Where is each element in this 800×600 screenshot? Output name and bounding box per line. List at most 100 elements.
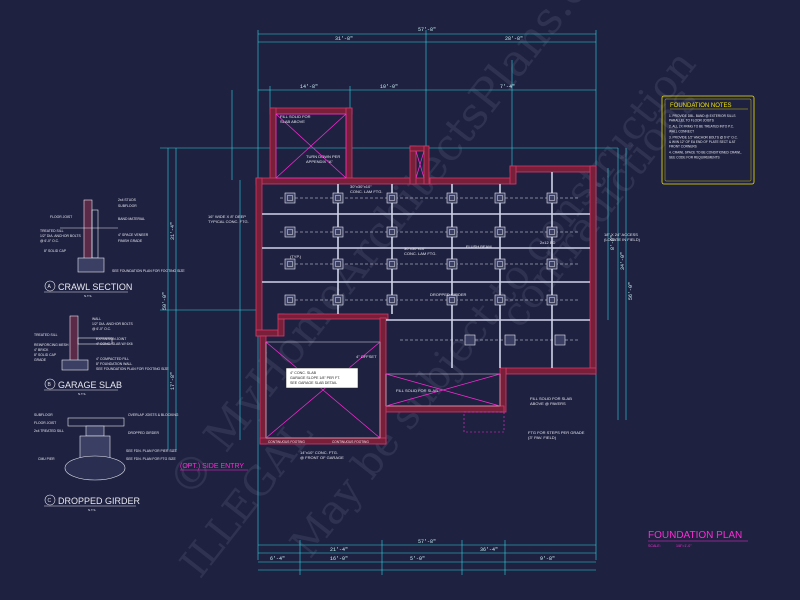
pier-core xyxy=(497,229,503,235)
section-a-title: CRAWL SECTION xyxy=(58,282,132,292)
callout-continuous-2: TYPICAL CONC. FTG. xyxy=(208,219,249,224)
callout-continuous-1: 16" WIDE X 8" DEEP xyxy=(208,214,246,219)
pier-core xyxy=(287,261,293,267)
dim-right-a: 34'-0" xyxy=(620,252,626,270)
pier xyxy=(546,258,558,270)
callout-offset: 4" OFFSET xyxy=(356,354,377,359)
crawl-label: SUBFLOOR xyxy=(118,204,137,208)
pier xyxy=(332,192,344,204)
pier xyxy=(494,226,506,238)
callout-girder-bd: 2x12 BD xyxy=(540,240,555,245)
dim-top-overall: 57'-8" xyxy=(418,27,436,33)
pier xyxy=(284,192,296,204)
note-item-line-2: & W/IN 12" OF EA END OF PLATE SECT & AT xyxy=(669,140,736,144)
interior-framing xyxy=(262,172,590,368)
girder-label: SEE FDN. PLAN FOR FTG SIZE xyxy=(126,457,176,461)
pier xyxy=(494,258,506,270)
garage-label: WALL xyxy=(92,317,101,321)
dim-left-overall: 50'-0" xyxy=(162,292,168,310)
garage-label: EXPANSION JOINT xyxy=(96,337,126,341)
crawl-label: 2x4 STUDS xyxy=(118,198,137,202)
dim-top-b: 28'-8" xyxy=(505,36,523,42)
pier xyxy=(284,294,296,306)
crawl-label: 4" SPACE VENEER xyxy=(118,233,149,237)
pier-core xyxy=(287,195,293,201)
pier xyxy=(446,192,458,204)
dim-right-overall: 56'-0" xyxy=(628,282,634,300)
pier xyxy=(446,226,458,238)
pier xyxy=(332,226,344,238)
pier-core xyxy=(335,195,341,201)
callout-steps-2: (3" PAV. FIELD) xyxy=(528,435,557,440)
pier xyxy=(546,294,558,306)
pier-core xyxy=(497,297,503,303)
dim-right-b: 8'-8" xyxy=(610,235,616,250)
plan-title: FOUNDATION PLAN xyxy=(648,530,742,541)
callout-cont-ftg-left: CONTINUOUS FOOTING xyxy=(268,440,305,444)
section-c-scale: N.T.S. xyxy=(88,508,96,512)
callout-dropped-girder: DROPPED GIRDER xyxy=(430,292,467,297)
callout-cont-ftg-right: CONTINUOUS FOOTING xyxy=(332,440,369,444)
callout-fill-solid-top-1: FILL SOLID FOR xyxy=(280,114,311,119)
pier-core xyxy=(497,195,503,201)
pier xyxy=(284,258,296,270)
dim-bot-overall: 57'-8" xyxy=(418,539,436,545)
pier-core xyxy=(549,229,555,235)
crawl-label: FLOOR JOIST xyxy=(50,215,72,219)
garage-note-line3: SEE GARAGE SLAB DETAIL xyxy=(290,381,337,385)
pier xyxy=(332,294,344,306)
note-item-line-3: SEE CODE FOR REQUIREMENTS xyxy=(669,155,720,159)
pier-core xyxy=(389,297,395,303)
crawl-label: @ 6'-0" O.C. xyxy=(40,239,59,243)
pier xyxy=(284,226,296,238)
garage-label: TREATED SILL xyxy=(34,333,58,337)
pier xyxy=(386,258,398,270)
pier xyxy=(546,226,558,238)
garage-label: 1/2" DIA. ANCHOR BOLTS xyxy=(92,322,133,326)
pier-core xyxy=(449,261,455,267)
callout-fill-solid-top-2: SLAB ABOVE xyxy=(280,119,305,124)
crawl-label: 8" SOLID CAP xyxy=(44,249,67,253)
pier xyxy=(494,192,506,204)
crawl-label: FINISH GRADE xyxy=(118,239,143,243)
callout-garage-front-2: @ FRONT OF GARAGE xyxy=(300,455,344,460)
pier xyxy=(332,258,344,270)
garage-label: 8" FOUNDATION WALL xyxy=(96,362,132,366)
garage-slab-note-box xyxy=(285,367,359,389)
girder-label: SUBFLOOR xyxy=(34,413,53,417)
dim-bot-d: 16'-0" xyxy=(330,556,348,562)
pier-core xyxy=(449,195,455,201)
dim-top-a: 31'-8" xyxy=(335,36,353,42)
pier-core xyxy=(335,229,341,235)
plan-scale-value: 1/8"=1'-0" xyxy=(676,544,692,548)
section-c-letter: C xyxy=(48,498,52,504)
dropped-girder-detail xyxy=(64,417,126,481)
crawl-label: 1/2" DIA. ANCHOR BOLTS xyxy=(40,234,81,238)
pier-core xyxy=(389,229,395,235)
note-item-line-3: 4. CRAWL SPACE TO BE CONDITIONED CRAWL. xyxy=(669,151,742,155)
section-c-title: DROPPED GIRDER xyxy=(58,496,141,506)
girder-label: CMU PIER xyxy=(38,457,55,461)
dimension-texts: 57'-8" 31'-8" 28'-8" 14'-8" 10'-0" 7'-4"… xyxy=(162,27,634,562)
note-item-line-1: WALL CONNECT xyxy=(669,129,694,133)
notes-title: FOUNDATION NOTES xyxy=(670,103,732,109)
dim-left-b: 17'-8" xyxy=(170,372,176,390)
pier-core xyxy=(389,195,395,201)
crawl-label: SEE FOUNDATION PLAN FOR FOOTING SIZE xyxy=(112,269,185,273)
girder-label: 2x4 TREATED SILL xyxy=(34,429,64,433)
callout-fill-solid-mid-2: ABOVE @ PAVERS xyxy=(530,401,566,406)
callout-access-1: 18" X 24" ACCESS xyxy=(604,232,638,237)
callout-fill-solid-garage-1: FILL SOLID FOR SLAB xyxy=(396,388,438,393)
pier-core xyxy=(497,261,503,267)
section-b-scale: N.T.S. xyxy=(78,392,86,396)
dim-bot-b: 36'-4" xyxy=(480,547,498,553)
pier-core xyxy=(449,229,455,235)
callout-access-2: (LOCATE IN FIELD) xyxy=(604,237,641,242)
garage-label: REINFORCING MESH xyxy=(34,343,69,347)
pier-core xyxy=(335,297,341,303)
garage-label: 4" BRICK xyxy=(34,348,49,352)
pier xyxy=(386,226,398,238)
pier xyxy=(446,294,458,306)
